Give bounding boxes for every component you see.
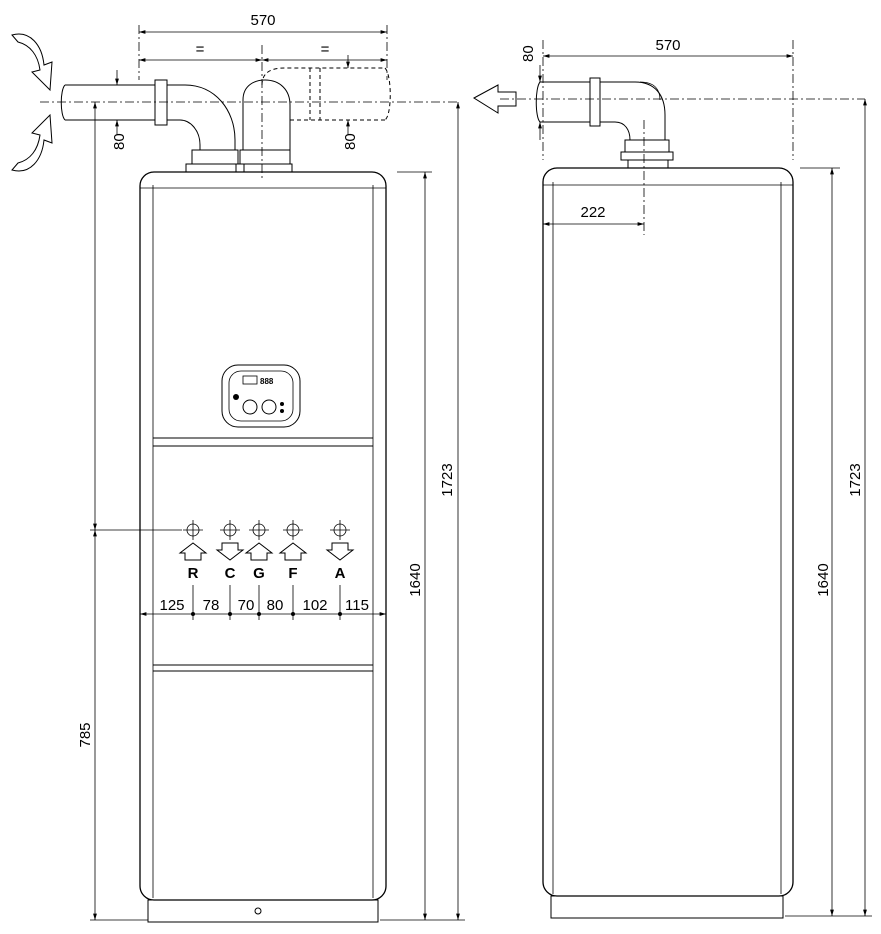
connection-label-a: A — [335, 565, 346, 582]
connection-label-g: G — [253, 565, 265, 582]
dim-side-height-total: 1723 — [847, 463, 864, 496]
connections: R C G F A — [140, 520, 386, 620]
dim-spacing: 102 — [302, 597, 327, 614]
display-readout: 888 — [260, 377, 274, 386]
dim-spacing: 70 — [238, 597, 255, 614]
control-panel: 888 — [221, 364, 301, 428]
arrow-up-icon — [278, 542, 308, 561]
dim-height-body: 1640 — [407, 563, 424, 596]
dim-height-total: 1723 — [439, 463, 456, 496]
front-view: 888 570 = = 80 80 1640 1723 — [11, 12, 465, 923]
dim-side-top-width: 570 — [655, 37, 680, 54]
indicator-icon — [233, 394, 239, 400]
connection-a: A — [325, 520, 355, 582]
dim-equal-right: = — [321, 41, 330, 58]
dim-spacing: 78 — [203, 597, 220, 614]
exhaust-arrow-icon — [473, 84, 517, 114]
side-view: 570 80 222 1640 1723 — [473, 37, 872, 919]
boiler-side-body — [542, 167, 794, 897]
flue-pipe — [235, 67, 391, 173]
dim-equal-left: = — [196, 41, 205, 58]
drain-icon — [254, 907, 262, 915]
dim-spacing: 80 — [267, 597, 284, 614]
connection-c: C — [215, 520, 245, 582]
arrow-down-icon — [215, 542, 245, 561]
dim-spacing: 125 — [159, 597, 184, 614]
dim-height-connections: 785 — [77, 722, 94, 747]
connection-label-c: C — [225, 565, 236, 582]
dial-icon — [261, 399, 277, 415]
connection-g: G — [244, 520, 274, 582]
connection-r: R — [178, 520, 208, 582]
dim-side-height-body: 1640 — [815, 563, 832, 596]
intake-pipe — [60, 79, 245, 173]
connection-label-f: F — [288, 565, 297, 582]
display-screen — [242, 375, 258, 385]
dim-pipe-diameter-left: 80 — [111, 133, 128, 150]
connection-f: F — [278, 520, 308, 582]
dim-flue-offset: 222 — [580, 204, 605, 221]
dim-pipe-diameter-right: 80 — [342, 133, 359, 150]
dial-icon — [242, 399, 258, 415]
arrow-down-icon — [325, 542, 355, 561]
dim-spacing: 115 — [345, 597, 369, 614]
air-intake-arrows-icon — [11, 33, 53, 172]
arrow-up-icon — [178, 542, 208, 561]
dim-top-width: 570 — [250, 12, 275, 29]
side-pipe — [535, 77, 674, 169]
arrow-up-icon — [244, 542, 274, 561]
boiler-body — [139, 171, 387, 901]
dim-side-pipe-diameter: 80 — [520, 45, 537, 62]
connection-label-r: R — [188, 565, 199, 582]
